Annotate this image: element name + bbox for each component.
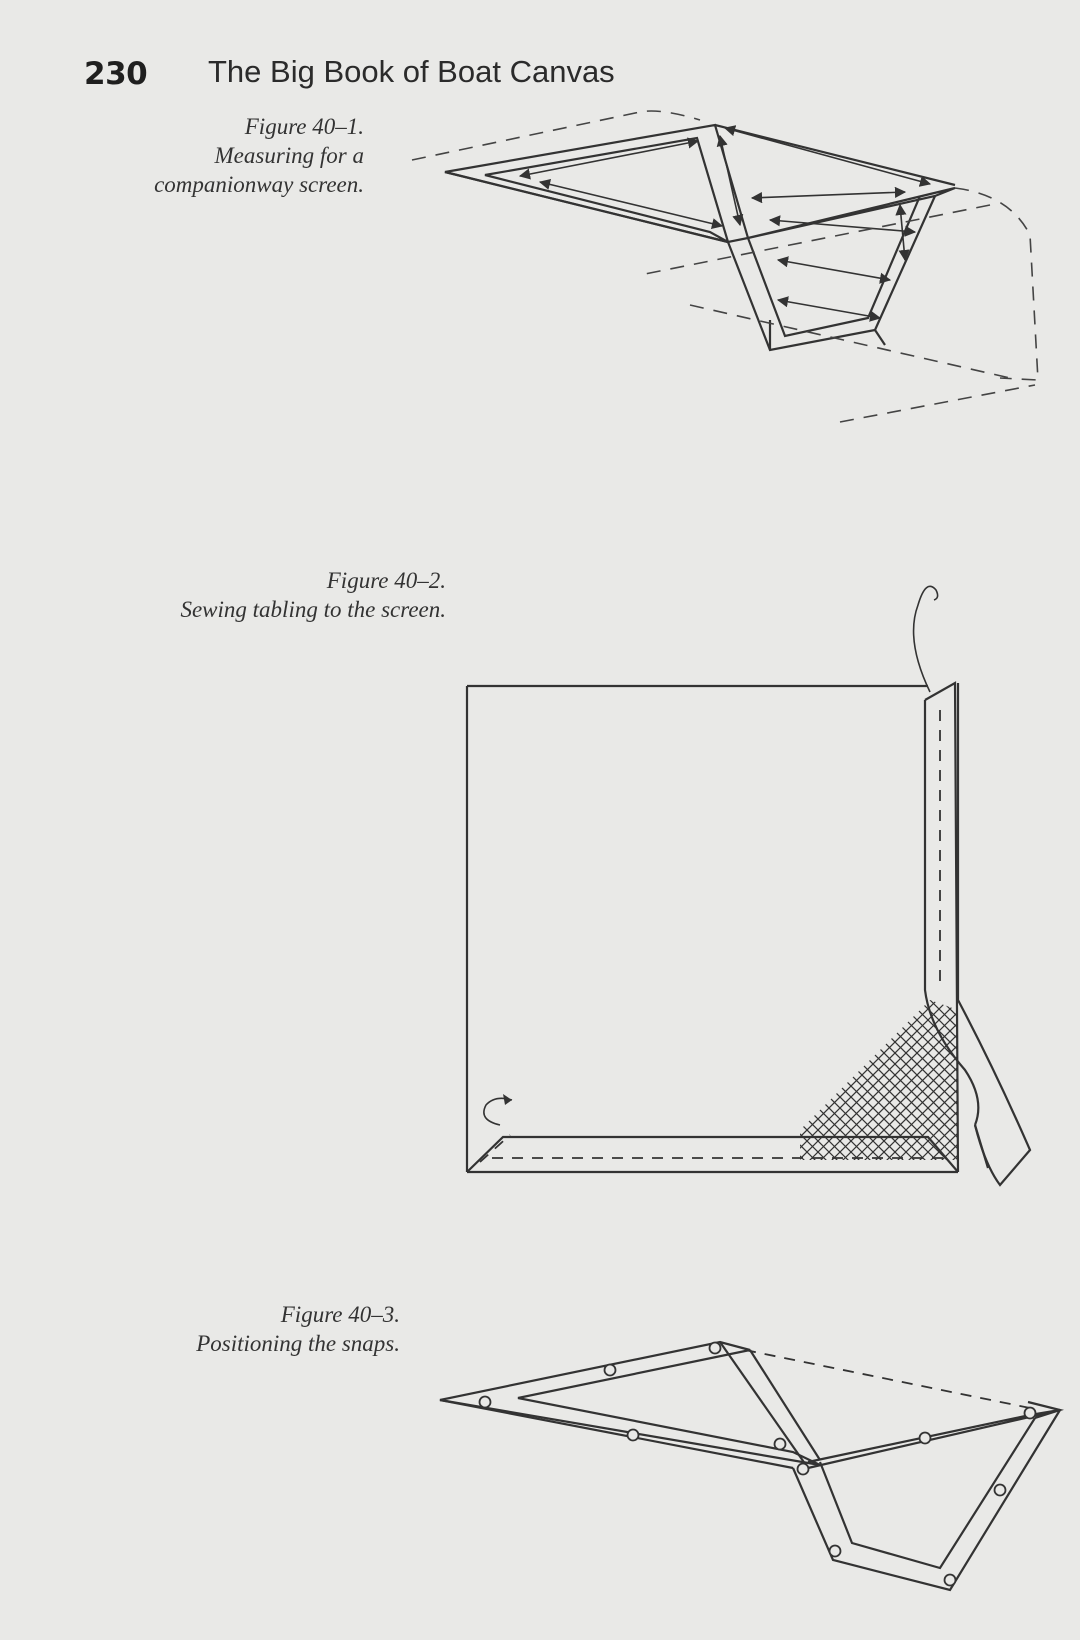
hatch-line [931, 1000, 958, 1160]
hatch-line [800, 1000, 837, 1160]
hatch-line [865, 1000, 958, 1160]
hatch-line [998, 980, 1080, 1170]
hatch-line [591, 980, 781, 1170]
hatch-line [800, 1000, 881, 1160]
hatch-line [800, 1000, 826, 1160]
figure-40-1-label: Figure 40–1. [244, 114, 364, 139]
figure-40-1-caption-line-2: Measuring for a [214, 143, 365, 168]
hatch-line [800, 1000, 892, 1160]
hatch-line [909, 1000, 958, 1160]
hatch-line [800, 1000, 815, 1160]
hatch-line [953, 1000, 958, 1160]
running-title: The Big Book of Boat Canvas [208, 54, 615, 89]
hatch-line [898, 1000, 958, 1160]
hatch-line [1020, 980, 1080, 1170]
hatch-line [920, 1000, 958, 1160]
figure-40-2-drawing [465, 585, 1080, 1187]
figure-40-3-drawing [439, 1340, 1065, 1592]
hatch-line [591, 980, 781, 1170]
hatch-line [1009, 980, 1080, 1170]
hatch-line [976, 980, 1080, 1170]
hatch-line [580, 980, 770, 1170]
figure-40-3-label: Figure 40–3. [280, 1302, 400, 1327]
hatch-line [800, 1000, 804, 1160]
hatch-line [976, 980, 1080, 1170]
hatch-line [965, 980, 1080, 1170]
figure-40-1-drawing [411, 110, 1039, 423]
hatch-line [800, 1000, 815, 1160]
figure-40-2-caption: Figure 40–2. Sewing tabling to the scree… [180, 566, 446, 624]
hatch-line [602, 980, 792, 1170]
hatch-line [800, 1000, 958, 1160]
hatch-line [920, 1000, 958, 1160]
hatch-line [800, 1000, 826, 1160]
figure-40-1-caption-line-3: companionway screen. [154, 172, 364, 197]
hatch-line [909, 1000, 958, 1160]
hatch-line [931, 1000, 958, 1160]
hatch-line [987, 980, 1080, 1170]
hatch-line [800, 1000, 804, 1160]
hatch-line [876, 1000, 958, 1160]
hatch-line [987, 980, 1080, 1170]
hatch-line [887, 1000, 958, 1160]
hatch-line [1009, 980, 1080, 1170]
hatch-line [1031, 980, 1080, 1170]
figure-40-3-caption-line-2: Positioning the snaps. [196, 1331, 400, 1356]
page-number: 230 [84, 56, 148, 92]
hatch-line [998, 980, 1080, 1170]
hatch-line [580, 980, 770, 1170]
hatch-line [965, 980, 1080, 1170]
figure-40-3-caption: Figure 40–3. Positioning the snaps. [196, 1300, 400, 1358]
hatch-line [800, 1000, 870, 1160]
hatch-line [800, 1000, 848, 1160]
hatch-line [800, 1000, 859, 1160]
figure-40-1-caption: Figure 40–1. Measuring for a companionwa… [154, 112, 364, 199]
hatch-line [1031, 980, 1080, 1170]
figure-40-2-label: Figure 40–2. [326, 568, 446, 593]
figure-40-2-caption-line-2: Sewing tabling to the screen. [180, 597, 446, 622]
hatch-line [887, 1000, 958, 1160]
hatch-line [602, 980, 792, 1170]
hatch-line [953, 1000, 958, 1160]
hatch-line [898, 1000, 958, 1160]
hatch-line [1020, 980, 1080, 1170]
